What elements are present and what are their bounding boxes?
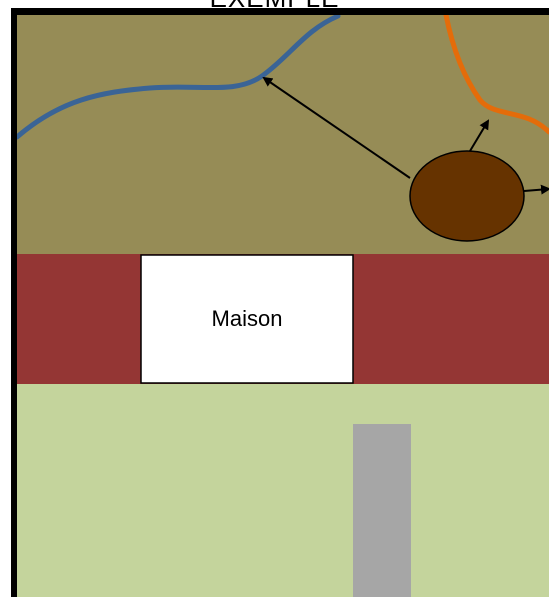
path-strip — [353, 424, 411, 597]
house-label: Maison — [211, 306, 283, 331]
blue-stream — [14, 13, 341, 140]
frame-left-border — [11, 8, 17, 597]
arrow-to-blue-stream — [262, 76, 411, 179]
house — [140, 254, 354, 384]
arrow-east — [523, 184, 549, 195]
frame-top-border — [11, 8, 549, 15]
lower-zone — [17, 384, 549, 597]
orange-stream — [443, 12, 549, 135]
arrow-to-orange-stream — [469, 119, 490, 152]
water-source — [409, 150, 525, 242]
